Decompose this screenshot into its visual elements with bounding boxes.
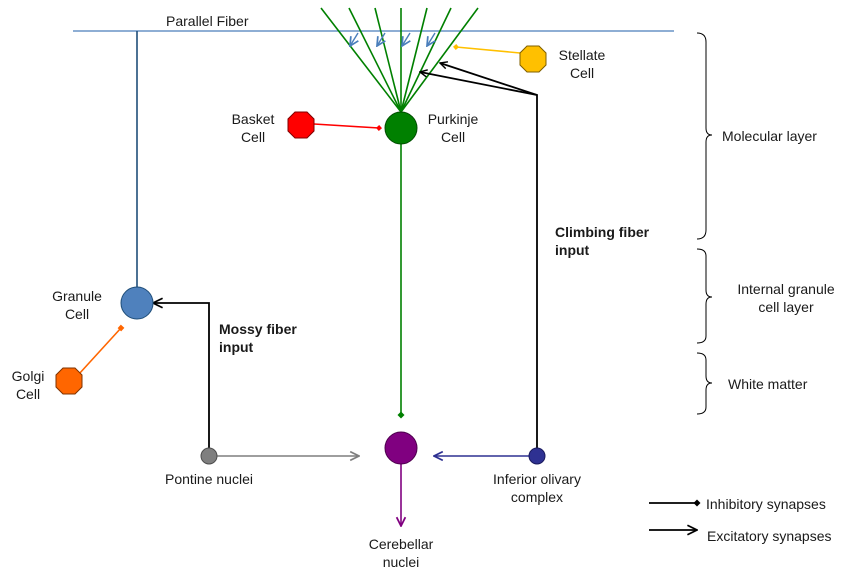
basket-label-line2: Cell <box>240 129 266 145</box>
purkinje-cell-label: Purkinje Cell <box>420 110 486 146</box>
cerebellar-nuclei-body <box>384 431 418 465</box>
purkinje-label-line1: Purkinje <box>427 111 479 127</box>
granule-label-line2: Cell <box>64 306 90 322</box>
internal-granule-layer-label: Internal granule cell layer <box>724 280 848 316</box>
olive-label-line2: complex <box>510 489 564 505</box>
olive-label-line1: Inferior olivary <box>493 471 581 487</box>
stellate-cell-body <box>519 45 547 73</box>
basket-cell-body <box>287 111 315 139</box>
climbing-label-line1: Climbing fiber <box>555 224 650 240</box>
granule-layer-line2: cell layer <box>758 299 814 315</box>
golgi-cell-label: Golgi Cell <box>2 367 54 403</box>
stellate-cell-label: Stellate Cell <box>550 46 614 82</box>
purkinje-dendrites <box>320 7 479 113</box>
molecular-layer-label: Molecular layer <box>722 128 817 144</box>
golgi-label-line1: Golgi <box>11 368 45 384</box>
inferior-olive-body <box>528 447 546 465</box>
granule-cell-body <box>120 286 154 320</box>
climbing-fiber-label: Climbing fiber input <box>555 223 649 259</box>
legend-excitatory-label: Excitatory synapses <box>707 528 832 544</box>
climbing-fiber <box>420 63 538 456</box>
inferior-olive-label: Inferior olivary complex <box>476 470 598 506</box>
cerebellar-label-line2: nuclei <box>382 554 420 570</box>
mossy-label-line2: input <box>219 339 254 355</box>
mossy-label-line1: Mossy fiber <box>219 321 297 337</box>
stellate-synapse <box>453 44 521 54</box>
basket-label-line1: Basket <box>231 111 275 127</box>
parallel-fiber-synapses <box>350 32 435 46</box>
basket-synapse <box>313 123 382 131</box>
white-matter-label: White matter <box>728 376 808 392</box>
legend-graphics <box>649 499 701 530</box>
golgi-label-line2: Cell <box>15 386 41 402</box>
granule-cell-label: Granule Cell <box>40 287 114 323</box>
golgi-cell-body <box>55 367 83 395</box>
layer-braces <box>696 32 713 415</box>
mossy-fiber-label: Mossy fiber input <box>219 320 297 356</box>
climbing-label-line2: input <box>555 242 590 258</box>
golgi-synapse <box>78 324 125 375</box>
purkinje-label-line2: Cell <box>440 129 466 145</box>
pontine-nuclei-label: Pontine nuclei <box>165 471 253 487</box>
stellate-label-line1: Stellate <box>558 47 606 63</box>
purkinje-cell-body <box>384 111 418 145</box>
pontine-nuclei-body <box>200 447 218 465</box>
granule-layer-line1: Internal granule <box>737 281 835 297</box>
legend-inhibitory-label: Inhibitory synapses <box>706 496 826 512</box>
parallel-fiber-label: Parallel Fiber <box>166 13 249 29</box>
stellate-label-line2: Cell <box>569 65 595 81</box>
cerebellar-label-line1: Cerebellar <box>368 536 434 552</box>
mossy-fiber <box>153 303 210 456</box>
cerebellar-nuclei-label: Cerebellar nuclei <box>355 535 447 571</box>
basket-cell-label: Basket Cell <box>222 110 284 146</box>
granule-label-line1: Granule <box>52 288 102 304</box>
